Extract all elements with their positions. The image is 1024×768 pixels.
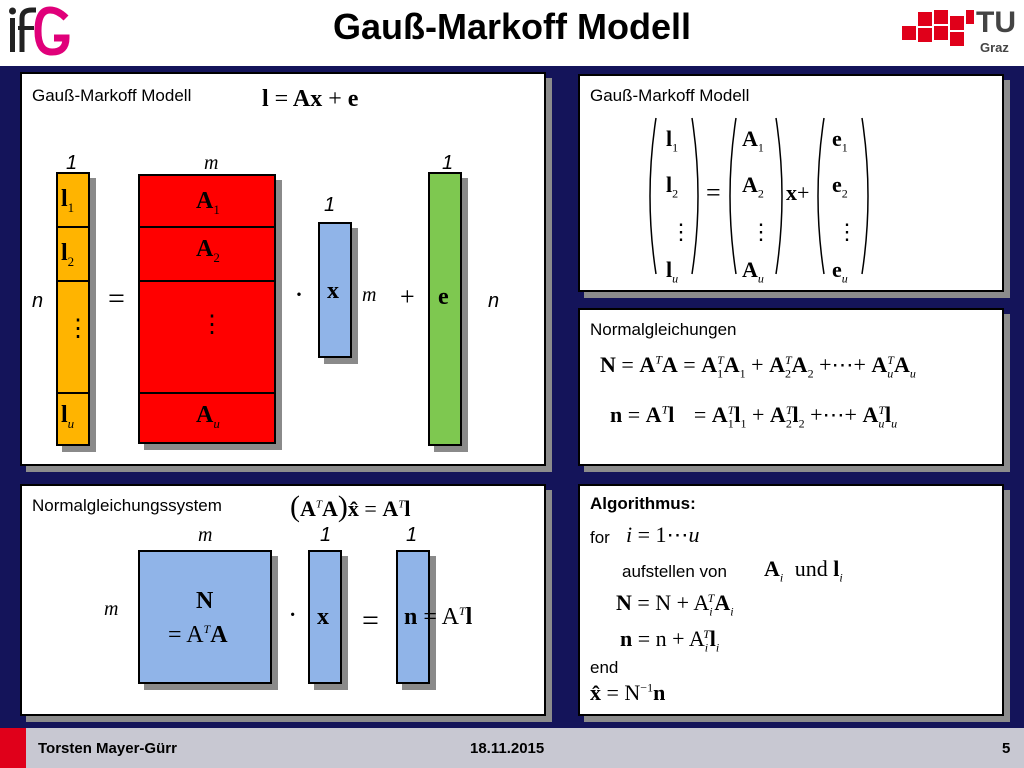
setup-step-label: aufstellen von bbox=[622, 562, 727, 581]
col-a: A1 A2 ⋮ Au bbox=[742, 126, 772, 286]
xhat-vector: x bbox=[308, 550, 342, 684]
dot-operator-2: · bbox=[288, 600, 298, 631]
dim-label-1-x2: 1 bbox=[320, 524, 332, 546]
e-vector: e bbox=[428, 172, 462, 446]
col-l: l1 l2 ⋮ lu bbox=[666, 126, 692, 286]
for-range: i = 1⋯u bbox=[626, 522, 700, 547]
dim-label-m-top: m bbox=[198, 524, 213, 546]
au-entry: Au bbox=[196, 402, 220, 431]
x-plus: x+ bbox=[786, 180, 810, 205]
x-vector: x bbox=[318, 222, 352, 358]
setup-step-vars: Ai und li bbox=[764, 556, 843, 585]
normal-matrix-equation: N = ATA = A1TA1 + A2TA2 +⋯+ AuTAu bbox=[600, 352, 916, 381]
panel-normal-equations: Normalgleichungen N = ATA = A1TA1 + A2TA… bbox=[578, 308, 1004, 466]
page-title: Gauß-Markoff Modell bbox=[333, 6, 691, 47]
n-vector: n = ATl bbox=[396, 550, 472, 684]
panel4-equation: (ATA)x̂ = ATl bbox=[290, 490, 411, 523]
dim-label-1-e: 1 bbox=[442, 152, 454, 174]
l1-entry: l1 bbox=[61, 186, 75, 215]
tu-graz-logo: TU Graz bbox=[900, 6, 1020, 60]
graz-text: Graz bbox=[980, 40, 1009, 55]
panel4-label: Normalgleichungssystem bbox=[32, 496, 222, 515]
dim-label-m-a: m bbox=[204, 152, 219, 174]
panel-model-matrix: Gauß-Markoff Modell l = Ax + e 1 m 1 1 n… bbox=[20, 72, 546, 466]
tu-text: TU bbox=[976, 6, 1016, 39]
footer-bar bbox=[0, 728, 1024, 768]
a-matrix: A1 A2 ⋮ Au bbox=[138, 174, 276, 444]
dim-label-m-left: m bbox=[104, 598, 119, 620]
n-matrix-def: = ATA bbox=[168, 622, 228, 648]
vector-equation: l1 l2 ⋮ lu = A1 A2 ⋮ Au x+ e1 e2 ⋮ eu bbox=[644, 116, 944, 285]
equals-sign-2: = bbox=[706, 178, 721, 207]
update-n-vector: n = n + AiTli bbox=[620, 626, 720, 655]
a2-entry: A2 bbox=[196, 236, 220, 265]
footer-date: 18.11.2015 bbox=[470, 740, 545, 757]
plus-operator-1: + bbox=[400, 282, 415, 311]
dim-label-1-l: 1 bbox=[66, 152, 78, 174]
final-solution: x̂ = N−1n bbox=[590, 680, 666, 705]
panel1-equation: l = Ax + e bbox=[262, 86, 359, 112]
x-entry: x bbox=[327, 278, 339, 304]
n-vector-def: n = ATl bbox=[404, 604, 473, 630]
xhat-entry: x bbox=[317, 604, 329, 630]
page-number: 5 bbox=[1002, 740, 1011, 757]
end-keyword: end bbox=[590, 658, 619, 677]
dim-label-1-x: 1 bbox=[324, 194, 336, 216]
panel-model-vector: Gauß-Markoff Modell l1 l2 ⋮ lu = A1 A2 ⋮ bbox=[578, 74, 1004, 292]
l-dots: ⋮ bbox=[66, 316, 90, 342]
update-n-matrix: N = N + AiTAi bbox=[616, 590, 734, 619]
panel2-label: Gauß-Markoff Modell bbox=[590, 86, 750, 105]
a1-entry: A1 bbox=[196, 188, 220, 217]
a-dots: ⋮ bbox=[200, 312, 224, 338]
dim-label-1-n: 1 bbox=[406, 524, 418, 546]
equals-sign-1: = bbox=[108, 282, 125, 315]
normal-vector-equation: n = ATl = A1Tl1 + A2Tl2 +⋯+ AuTlu bbox=[610, 402, 898, 431]
n-matrix-label: N bbox=[196, 588, 214, 614]
panel-normal-system: Normalgleichungssystem (ATA)x̂ = ATl m 1… bbox=[20, 484, 546, 716]
for-keyword: for bbox=[590, 528, 610, 547]
dim-label-n-right: n bbox=[488, 290, 500, 312]
col-e: e1 e2 ⋮ eu bbox=[832, 126, 858, 286]
ifg-logo bbox=[6, 4, 76, 62]
e-entry: e bbox=[438, 284, 449, 310]
dim-label-n-left: n bbox=[32, 290, 44, 312]
dot-operator-1: · bbox=[294, 278, 304, 311]
l-vector: l1 l2 ⋮ lu bbox=[56, 172, 90, 446]
footer-author: Torsten Mayer-Gürr bbox=[38, 740, 177, 757]
l2-entry: l2 bbox=[61, 240, 75, 269]
algorithm-heading: Algorithmus: bbox=[590, 494, 696, 513]
lu-entry: lu bbox=[61, 402, 75, 431]
panel1-label: Gauß-Markoff Modell bbox=[32, 86, 192, 105]
n-matrix: N = ATA bbox=[138, 550, 272, 684]
panel-algorithm: Algorithmus: for i = 1⋯u aufstellen von … bbox=[578, 484, 1004, 716]
dim-label-m-x: m bbox=[362, 284, 377, 306]
panel3-label: Normalgleichungen bbox=[590, 320, 737, 339]
footer-accent bbox=[0, 728, 26, 768]
equals-sign-3: = bbox=[362, 604, 379, 637]
